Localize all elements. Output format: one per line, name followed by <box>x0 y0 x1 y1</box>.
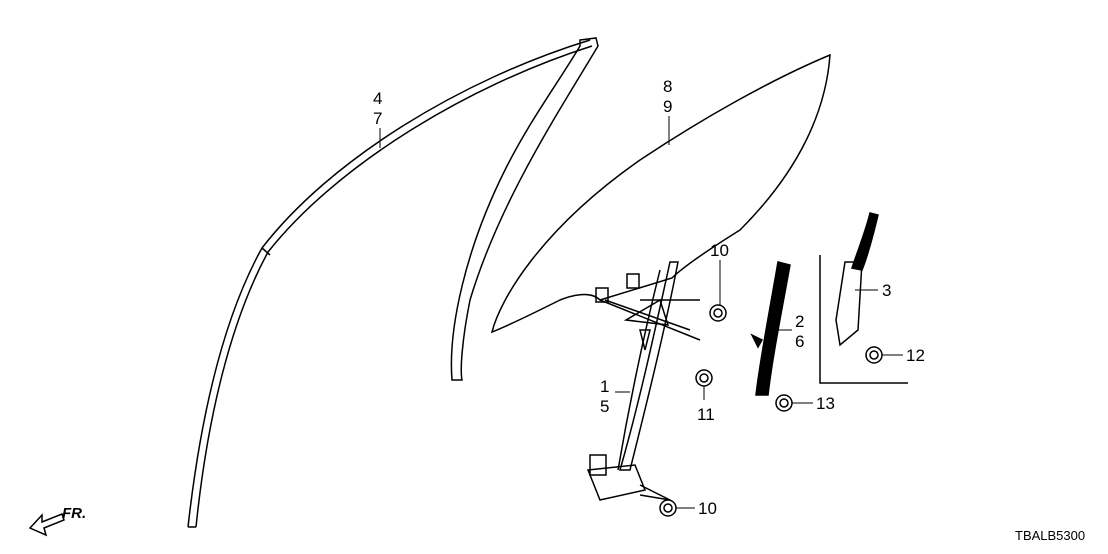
callout-4: 4 <box>373 89 382 108</box>
callout-11: 11 <box>697 405 715 424</box>
leader-lines <box>379 116 903 509</box>
diagram-code: TBALB5300 <box>1015 528 1085 543</box>
door-glass <box>490 53 831 334</box>
callout-10-lower: 10 <box>698 499 717 518</box>
callout-10-upper: 10 <box>710 241 729 260</box>
door-run-channel <box>187 37 599 528</box>
front-sash <box>750 261 791 396</box>
callout-3: 3 <box>882 281 891 300</box>
callout-12: 12 <box>906 346 925 365</box>
callout-8: 8 <box>663 77 672 96</box>
callout-1: 1 <box>600 377 609 396</box>
front-direction-arrow-icon <box>28 513 65 537</box>
callout-13: 13 <box>816 394 835 413</box>
front-direction-label: FR. <box>62 505 86 522</box>
callout-5: 5 <box>600 397 609 416</box>
callout-9: 9 <box>663 97 672 116</box>
window-regulator <box>586 261 701 501</box>
rear-guide <box>819 212 908 384</box>
callout-2: 2 <box>795 312 804 331</box>
callout-7: 7 <box>373 109 382 128</box>
callout-6: 6 <box>795 332 804 351</box>
